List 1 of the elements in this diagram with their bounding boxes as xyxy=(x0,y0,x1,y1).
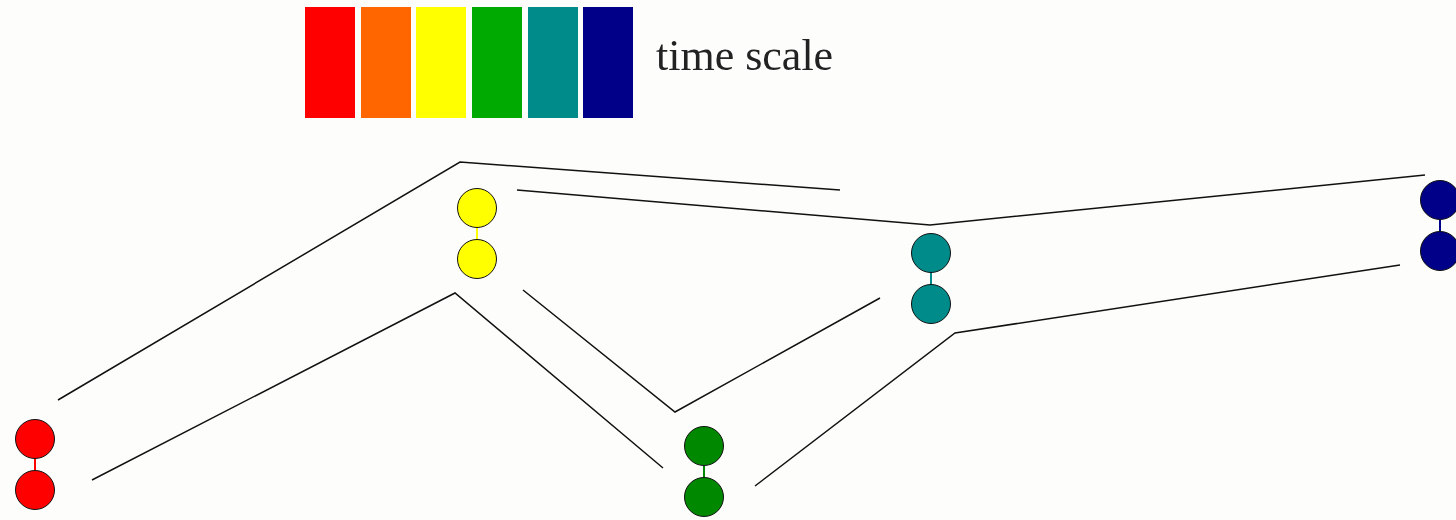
scale-label: time scale xyxy=(656,34,834,78)
